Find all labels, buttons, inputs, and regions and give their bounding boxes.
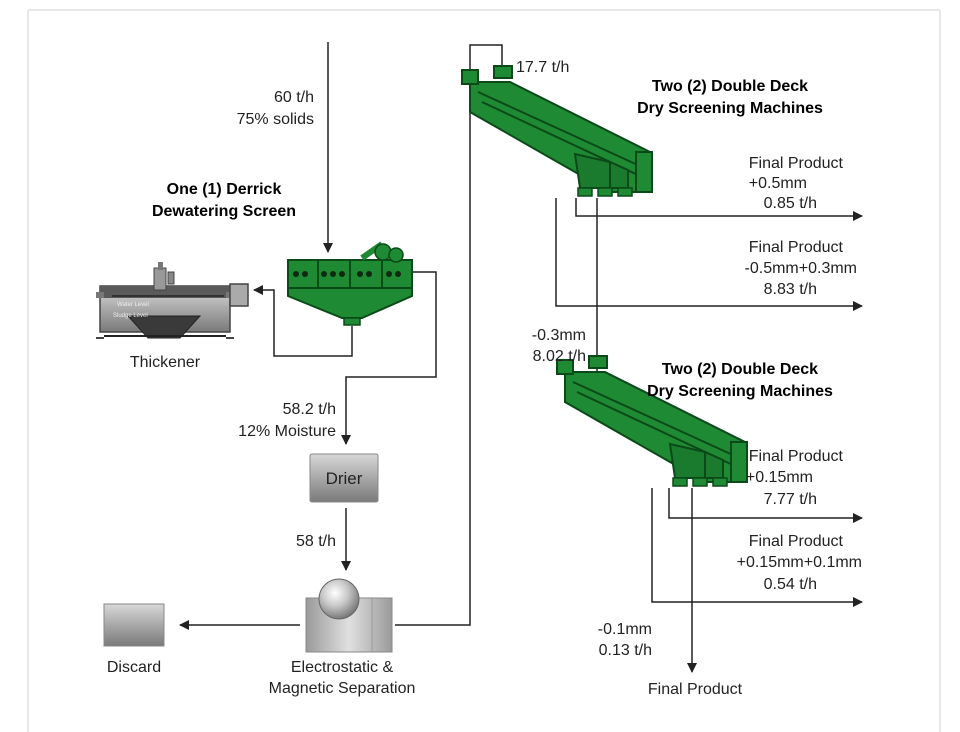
separator-unit	[305, 578, 393, 653]
flow-lines	[179, 42, 863, 673]
product-1-name: Final Product	[749, 155, 844, 172]
product-2-rate: 8.83 t/h	[764, 281, 817, 298]
overflow-to-thickener-line	[253, 285, 353, 357]
fines-1-rate-label: 8.02 t/h	[533, 348, 586, 365]
product-5-name: Final Product	[648, 681, 743, 698]
product-1-rate: 0.85 t/h	[764, 195, 817, 212]
fines-2-size-label: -0.1mm	[598, 621, 652, 638]
screening-2-title-2: Dry Screening Machines	[647, 383, 833, 400]
screen1-product1-line	[575, 198, 863, 221]
screen2-product3-line	[668, 488, 863, 523]
fines-2-rate-label: 0.13 t/h	[599, 642, 652, 659]
dewater-to-drier-line	[341, 271, 437, 445]
feed-solids-label: 75% solids	[237, 111, 314, 128]
dewatering-screen-title-2: Dewatering Screen	[152, 203, 296, 220]
thickener-sludge-level-label: Sludge Level	[113, 313, 148, 319]
product-1-size: +0.5mm	[749, 175, 807, 192]
thickener-water-level-label: Water Level	[117, 302, 149, 308]
product-2-name: Final Product	[749, 239, 844, 256]
dewatering-screen-machine	[287, 241, 413, 326]
dewater-out-rate-label: 58.2 t/h	[283, 401, 336, 418]
feed-rate-label: 60 t/h	[274, 89, 314, 106]
dewater-out-moisture-label: 12% Moisture	[238, 423, 336, 440]
product-3-size: +0.15mm	[746, 469, 813, 486]
fines-1-size-label: -0.3mm	[532, 327, 586, 344]
thickener-label: Thickener	[130, 354, 201, 371]
product-3-rate: 7.77 t/h	[764, 491, 817, 508]
thickener-tank: Water Level Sludge Level	[96, 262, 249, 339]
screening-1-title-2: Dry Screening Machines	[637, 100, 823, 117]
screening-machine-1	[461, 65, 653, 197]
drier-box: Drier	[309, 453, 379, 503]
dewatering-screen-title-1: One (1) Derrick	[167, 181, 282, 198]
screening-2-title-1: Two (2) Double Deck	[662, 361, 818, 378]
screen1-product2-line	[555, 198, 863, 311]
separator-label-1: Electrostatic &	[291, 659, 394, 676]
screen2-product4-line	[651, 488, 863, 607]
product-2-size: -0.5mm+0.3mm	[745, 260, 857, 277]
drier-out-rate-label: 58 t/h	[296, 533, 336, 550]
product-4-rate: 0.54 t/h	[764, 576, 817, 593]
discard-box	[103, 603, 165, 647]
separator-to-screen1-line	[395, 44, 507, 626]
drier-label: Drier	[326, 469, 363, 488]
product-4-size: +0.15mm+0.1mm	[737, 554, 862, 571]
discard-label: Discard	[107, 659, 161, 676]
separator-label-2: Magnetic Separation	[269, 680, 416, 697]
screen1-feed-rate-label: 17.7 t/h	[516, 59, 569, 76]
product-4-name: Final Product	[749, 533, 844, 550]
product-3-name: Final Product	[749, 448, 844, 465]
screening-1-title-1: Two (2) Double Deck	[652, 78, 808, 95]
